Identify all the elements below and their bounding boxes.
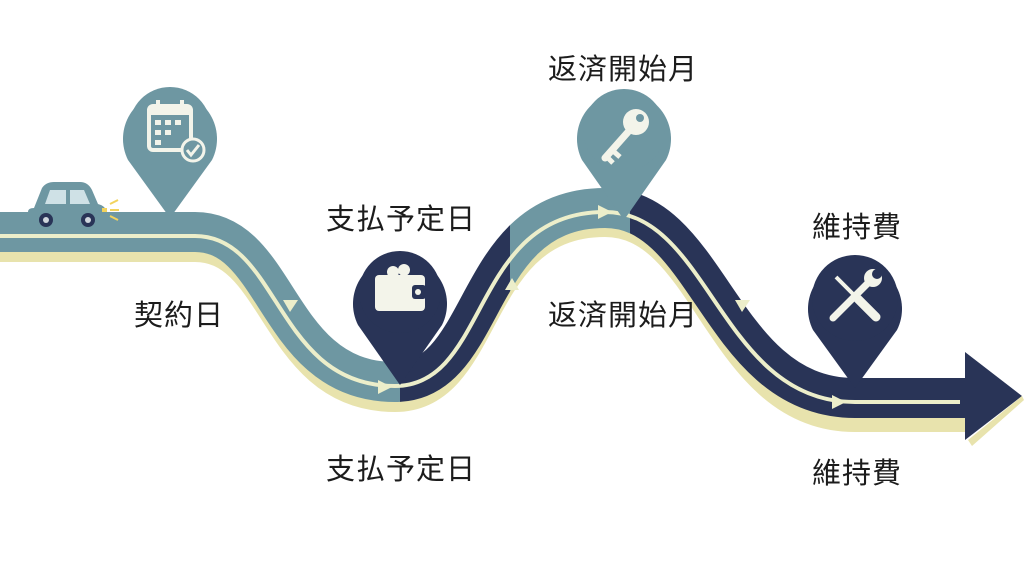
key-icon xyxy=(601,109,649,165)
maintenance-label-bottom: 維持費 xyxy=(812,456,903,490)
wallet-pin xyxy=(352,251,447,385)
repayment-start-label-top: 返済開始月 xyxy=(548,52,699,86)
key-pin xyxy=(577,89,671,221)
payment-due-label-top: 支払予定日 xyxy=(326,202,477,236)
road-segment-teal-1 xyxy=(0,212,400,403)
calendar-pin xyxy=(122,87,217,218)
tools-pin xyxy=(808,255,903,388)
road-arrow-head xyxy=(965,352,1022,440)
wrench-screwdriver-icon xyxy=(829,269,882,322)
contract-day-label: 契約日 xyxy=(134,298,225,332)
repayment-start-label-middle: 返済開始月 xyxy=(548,298,699,332)
road-center-stripe xyxy=(0,209,960,404)
car-icon xyxy=(28,182,119,227)
payment-due-label-bottom: 支払予定日 xyxy=(326,452,477,486)
road-segment-navy-2 xyxy=(630,191,970,418)
maintenance-label-top: 維持費 xyxy=(812,210,903,244)
wallet-icon xyxy=(375,264,426,311)
calendar-check-icon xyxy=(147,100,206,163)
direction-arrow xyxy=(283,205,846,409)
